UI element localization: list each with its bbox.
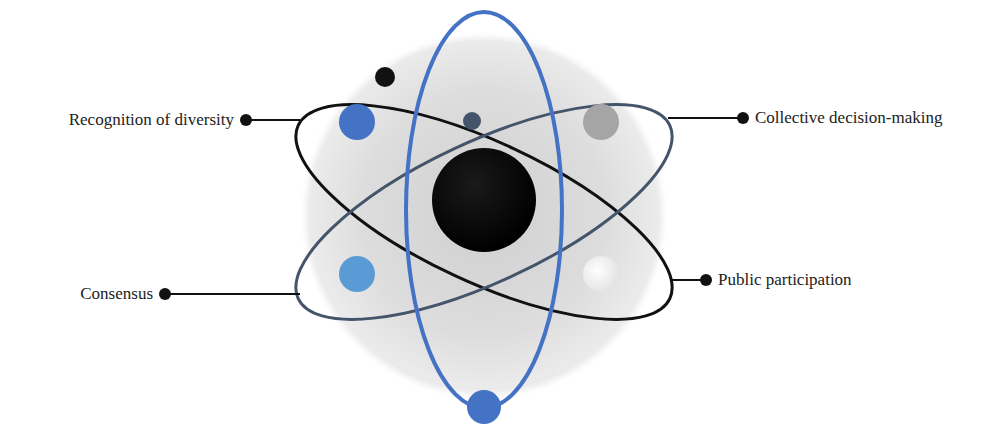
halo [306, 38, 662, 394]
blue-electron [339, 104, 375, 140]
background-sphere [310, 40, 658, 388]
light-blue-electron [339, 256, 375, 292]
leader-label: Collective decision-making [755, 108, 942, 128]
leader-dot [240, 114, 252, 126]
grey-electron [583, 104, 619, 140]
leader-dot [737, 112, 749, 124]
slate-dot [463, 112, 481, 130]
white-electron [583, 256, 619, 292]
leader-label: Consensus [80, 284, 153, 304]
leader-lines [165, 118, 743, 294]
nucleus [432, 148, 536, 252]
leader-dot [159, 288, 171, 300]
blue-orbit [406, 12, 562, 408]
leader-label: Recognition of diversity [69, 110, 234, 130]
leader-dots [159, 112, 749, 300]
leader-dot [700, 274, 712, 286]
bottom-electron [467, 390, 501, 424]
black-orbit [269, 62, 700, 362]
leader-line [668, 117, 743, 119]
leader-line [246, 119, 300, 121]
black-dot [375, 67, 395, 87]
leader-line [165, 293, 300, 295]
slate-orbit [269, 62, 700, 362]
leader-label: Public participation [718, 270, 852, 290]
